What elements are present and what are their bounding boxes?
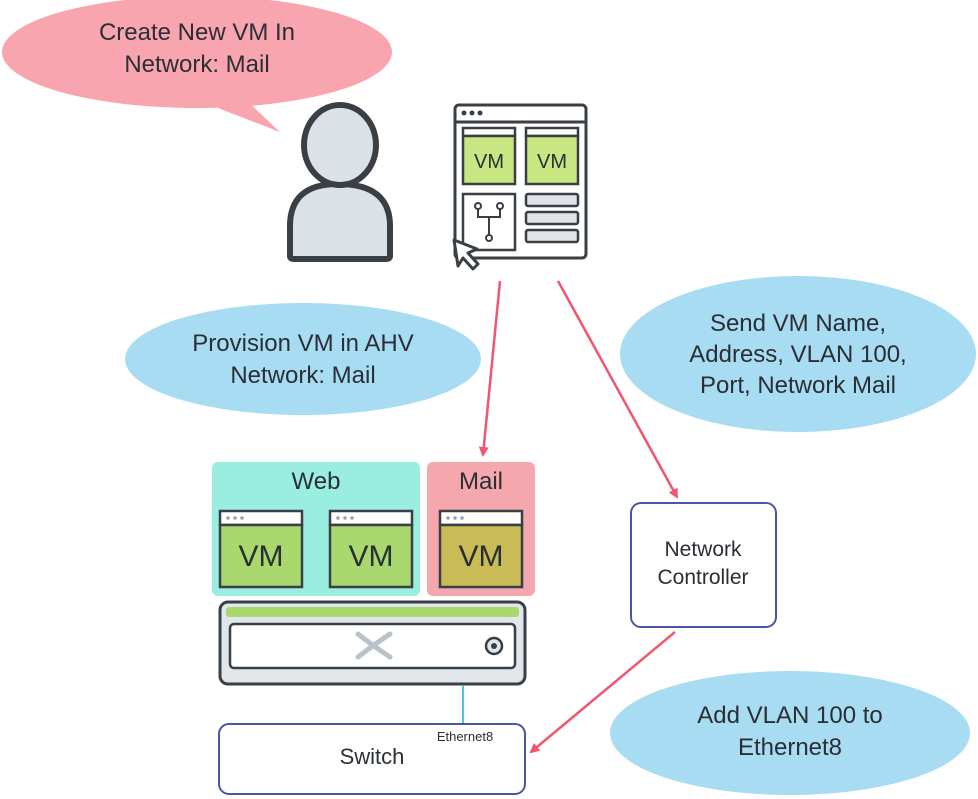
create-vm-bubble: Create New VM In Network: Mail: [2, 0, 392, 132]
arrow-controller-to-switch: [529, 631, 676, 754]
send-line1: Send VM Name,: [710, 310, 886, 337]
create-line2: Network: Mail: [124, 51, 269, 78]
send-line2: Address, VLAN 100,: [689, 341, 906, 368]
provision-line1: Provision VM in AHV: [192, 330, 413, 357]
switch-label: Switch: [340, 744, 405, 769]
network-controller-box: Network Controller: [630, 502, 777, 628]
controller-line1: Network: [664, 538, 742, 561]
switch-port-label: Ethernet8: [437, 729, 493, 744]
mail-vm1-label: VM: [459, 540, 504, 573]
arrow-console-to-mail: [478, 280, 502, 457]
cursor-arrow-icon: [452, 238, 480, 271]
web-network-group: Web VM VM: [212, 462, 420, 596]
mail-network-group: Mail VM: [427, 462, 535, 596]
web-vm2-label: VM: [349, 540, 394, 573]
nutanix-x-icon: [355, 631, 393, 660]
management-console-icon: VM VM: [452, 103, 588, 271]
send-bubble: Send VM Name, Address, VLAN 100, Port, N…: [620, 276, 976, 432]
web-vm-1: VM: [218, 509, 304, 589]
add-line2: Ethernet8: [738, 734, 842, 761]
user-icon: [287, 102, 393, 262]
console-vm1-label: VM: [474, 151, 504, 173]
web-vm-2: VM: [328, 509, 414, 589]
add-line1: Add VLAN 100 to: [697, 702, 882, 729]
provision-bubble: Provision VM in AHV Network: Mail: [125, 303, 481, 415]
mail-vm-1: VM: [438, 509, 524, 589]
web-vm1-label: VM: [239, 540, 284, 573]
switch-box: Switch Ethernet8: [218, 723, 526, 795]
send-line3: Port, Network Mail: [700, 372, 896, 399]
console-vm2-label: VM: [537, 151, 567, 173]
network-tree-icon: [474, 202, 504, 242]
create-line1: Create New VM In: [99, 19, 295, 46]
mail-label: Mail: [459, 468, 503, 495]
add-vlan-bubble: Add VLAN 100 to Ethernet8: [610, 671, 970, 795]
ahv-server-node: [218, 600, 527, 686]
controller-line2: Controller: [657, 566, 748, 589]
web-label: Web: [292, 468, 341, 495]
provision-line2: Network: Mail: [230, 362, 375, 389]
arrow-console-to-controller: [556, 280, 679, 499]
